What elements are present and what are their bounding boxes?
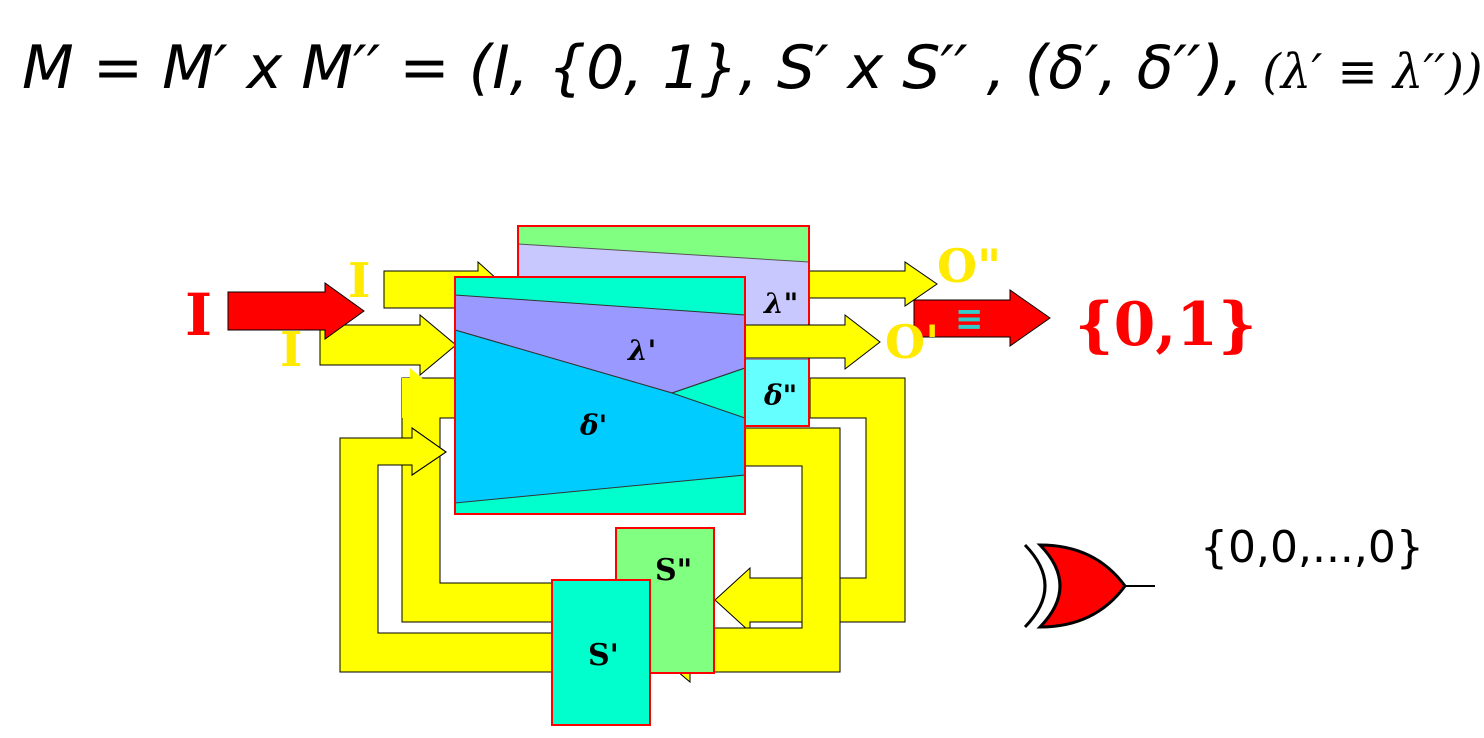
output-arrow-prime <box>744 313 881 371</box>
machine-product-formula: M = M′ x M′′ = (I, {0, 1}, S′ x S′′ , (δ… <box>22 18 1483 122</box>
result-set-label: {0,1} <box>1075 290 1257 360</box>
delta-double-prime-label: δ" <box>763 379 797 412</box>
lambda-delta-divider <box>671 367 746 394</box>
formula-lambda-equivalence: (λ′ ≡ λ′′)) <box>1262 44 1483 100</box>
input-label-lower: I <box>280 322 302 378</box>
machine-prime <box>454 276 746 515</box>
feedback-arrow-prime-inner <box>378 427 447 476</box>
delta-double-prime-region <box>745 360 809 426</box>
state-box-prime <box>551 579 651 726</box>
output-label-prime: O' <box>885 315 939 369</box>
output-arrow-double-prime <box>807 261 938 307</box>
equivalence-symbol: ≡ <box>955 299 984 339</box>
equivalence-output-arrow <box>913 289 1051 347</box>
xor-gate-back-curve <box>1023 543 1047 629</box>
xor-gate-body <box>1036 543 1127 629</box>
feedback-arrow-prime-second <box>402 368 446 428</box>
output-label-double-prime: O" <box>937 239 1001 293</box>
xor-gate-white-gap <box>1031 545 1054 627</box>
xor-output-zero-vector: {0,0,...,0} <box>1200 522 1424 573</box>
input-label-upper: I <box>348 253 370 309</box>
state-prime-label: S' <box>588 638 619 673</box>
state-double-prime-label: S" <box>655 553 692 588</box>
lambda-double-prime-label: λ" <box>763 287 798 320</box>
machine-prime-border <box>454 276 746 515</box>
formula-main: M = M′ x M′′ = (I, {0, 1}, S′ x S′′ , (δ… <box>22 33 1263 103</box>
input-arrow-red <box>227 282 365 340</box>
input-label-red: I <box>185 281 212 349</box>
xor-gate-icon <box>1023 543 1155 629</box>
input-arrow-lower <box>319 313 457 377</box>
lambda-prime-label: λ' <box>627 334 656 367</box>
delta-prime-label: δ' <box>579 409 607 442</box>
